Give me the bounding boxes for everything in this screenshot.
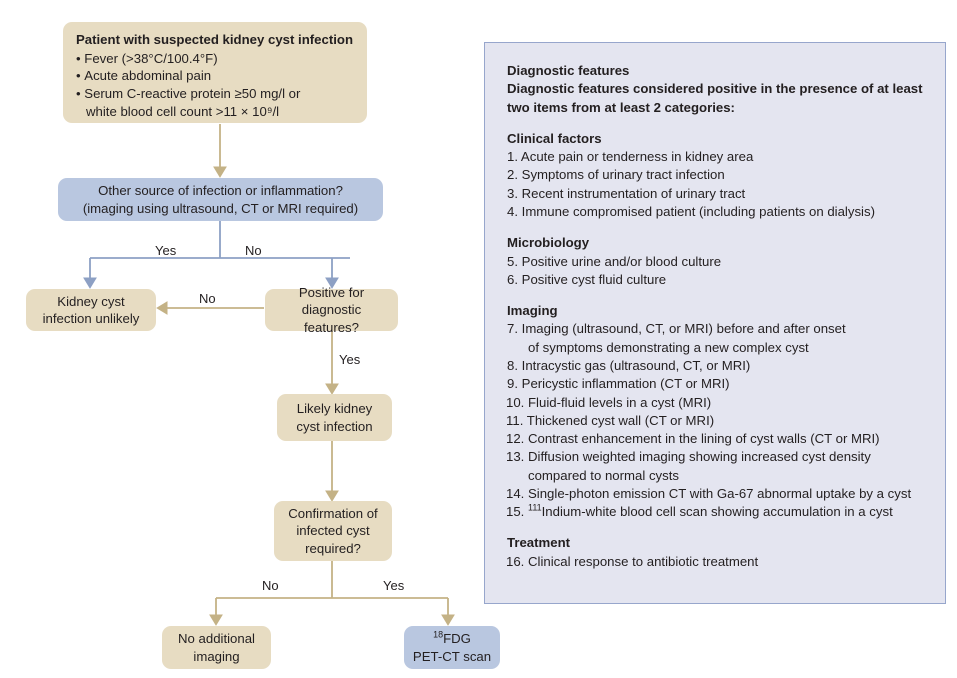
other-source-line1: Other source of infection or inflammatio… xyxy=(98,183,343,199)
other-source-line2: (imaging using ultrasound, CT or MRI req… xyxy=(82,200,359,216)
no-imaging-line1: No additional xyxy=(178,631,255,647)
list-item: 3. Recent instrumentation of urinary tra… xyxy=(507,185,746,201)
list-item: 12. Contrast enhancement in the lining o… xyxy=(506,431,880,447)
section-title-treatment: Treatment xyxy=(507,535,571,551)
start-box-bullet-3-continuation: white blood cell count >11 × 10⁹/l xyxy=(86,103,280,119)
spacer xyxy=(507,117,925,130)
indium-superscript: 111 xyxy=(528,502,542,513)
list-item: 5. Positive urine and/or blood culture xyxy=(507,253,722,269)
pet-ct-line1: 18FDG xyxy=(433,629,471,647)
list-item: 8. Intracystic gas (ultrasound, CT, or M… xyxy=(507,357,751,373)
edge-label-other-source-yes: Yes xyxy=(155,243,177,258)
list-item: 16. Clinical response to antibiotic trea… xyxy=(506,553,759,569)
unlikely-line1: Kidney cyst xyxy=(57,293,125,309)
node-positive-diagnostic-features: Positive for diagnostic features? xyxy=(265,285,398,335)
list-item: 10. Fluid-fluid levels in a cyst (MRI) xyxy=(506,394,712,410)
edge-label-positive-no: No xyxy=(199,291,216,306)
section-title-clinical-factors: Clinical factors xyxy=(507,130,602,146)
section-title-microbiology: Microbiology xyxy=(507,235,590,251)
unlikely-line2: infection unlikely xyxy=(42,311,140,326)
list-item: 6. Positive cyst fluid culture xyxy=(507,271,667,287)
node-no-additional-imaging: No additional imaging xyxy=(162,626,271,669)
edge-label-positive-yes: Yes xyxy=(339,352,361,367)
edge-label-other-source-no: No xyxy=(245,243,262,258)
panel-heading: Diagnostic features xyxy=(507,63,630,78)
spacer xyxy=(507,521,925,534)
start-box-bullet-3: • Serum C-reactive protein ≥50 mg/l or xyxy=(76,86,301,102)
spacer xyxy=(507,221,925,234)
edge-label-confirmation-yes: Yes xyxy=(383,578,405,593)
positive-line2: diagnostic features? xyxy=(301,302,362,335)
likely-line2: cyst infection xyxy=(296,418,373,434)
start-box-bullet-1: • Fever (>38°C/100.4°F) xyxy=(76,50,218,66)
edge-label-confirmation-no: No xyxy=(262,578,279,593)
section-title-imaging: Imaging xyxy=(507,303,558,319)
node-confirmation-required: Confirmation of infected cyst required? xyxy=(274,501,392,561)
positive-line1: Positive for xyxy=(298,285,365,301)
start-box-title: Patient with suspected kidney cyst infec… xyxy=(76,32,354,47)
pet-ct-line2: PET-CT scan xyxy=(412,648,492,664)
panel-subheading-line1: Diagnostic features considered positive … xyxy=(507,81,923,97)
start-box-bullet-2: • Acute abdominal pain xyxy=(76,68,212,84)
list-item: 4. Immune compromised patient (including… xyxy=(507,203,875,219)
panel-subheading-line2: two items from at least 2 categories: xyxy=(507,99,735,115)
list-item: 7. Imaging (ultrasound, CT, or MRI) befo… xyxy=(507,321,846,337)
list-item-continuation: of symptoms demonstrating a new complex … xyxy=(528,339,809,355)
list-item-continuation: compared to normal cysts xyxy=(528,467,679,483)
node-likely-kidney-cyst-infection: Likely kidney cyst infection xyxy=(277,394,392,441)
node-kidney-cyst-infection-unlikely: Kidney cyst infection unlikely xyxy=(26,289,156,331)
list-item: 1. Acute pain or tenderness in kidney ar… xyxy=(507,149,754,165)
node-patient-suspected-infection: Patient with suspected kidney cyst infec… xyxy=(63,22,367,123)
list-item: 11. Thickened cyst wall (CT or MRI) xyxy=(506,412,715,428)
spacer xyxy=(507,289,925,302)
list-item: 2. Symptoms of urinary tract infection xyxy=(507,167,725,183)
node-fdg-pet-ct-scan: 18FDG PET-CT scan xyxy=(404,626,500,669)
diagnostic-features-panel: Diagnostic features Diagnostic features … xyxy=(484,42,946,604)
list-item: 9. Pericystic inflammation (CT or MRI) xyxy=(507,376,730,392)
confirmation-line3: required? xyxy=(305,540,361,556)
confirmation-line1: Confirmation of xyxy=(288,506,378,522)
list-item: 13. Diffusion weighted imaging showing i… xyxy=(506,449,871,465)
likely-line1: Likely kidney xyxy=(296,401,373,417)
confirmation-line2: infected cyst xyxy=(296,523,370,539)
list-item: 14. Single-photon emission CT with Ga-67… xyxy=(506,485,912,501)
list-item-15: 15. 111Indium-white blood cell scan show… xyxy=(506,502,893,520)
no-imaging-line2: imaging xyxy=(193,648,240,664)
pet-ct-superscript: 18 xyxy=(433,629,444,640)
node-other-source-decision: Other source of infection or inflammatio… xyxy=(58,178,383,221)
